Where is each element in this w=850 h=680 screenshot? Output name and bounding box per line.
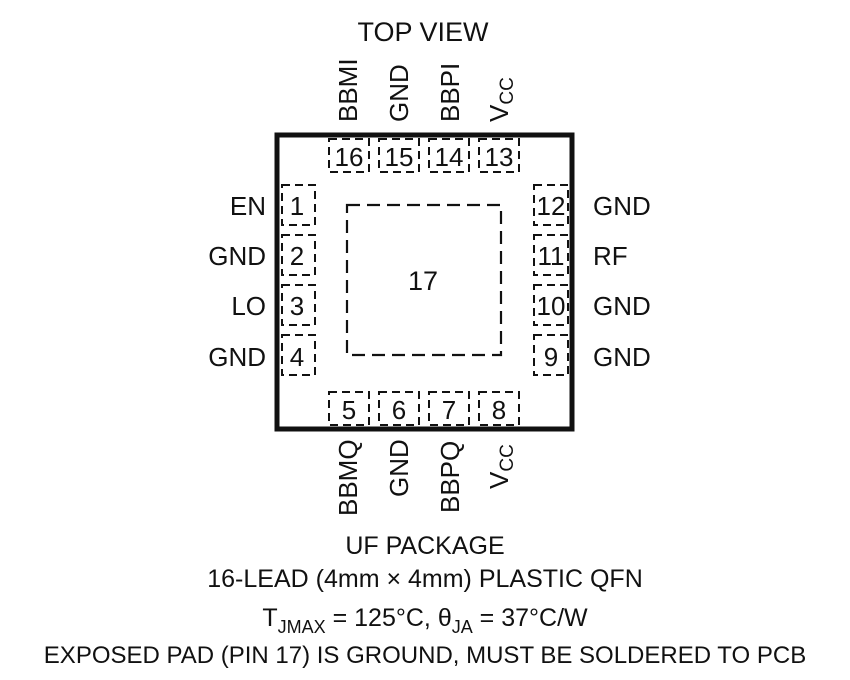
pin-number: 11 [538,241,565,271]
pin-name: GND [593,191,651,221]
pin-name: VCC [484,77,518,122]
pin-13: 13 VCC [478,77,520,173]
pin-name-main: V [484,471,514,489]
pin-name: VCC [484,444,518,489]
pin-name-subscript: CC [497,444,518,471]
pin-name-subscript: CC [497,77,518,104]
pin-pad [281,334,316,376]
pin-pad [281,234,316,276]
pin-pad [378,138,420,173]
pin-pad [281,184,316,226]
pin-number: 9 [544,342,558,372]
top-pins: 16 BBMI 15 GND 14 BBPI 13 VCC [328,58,520,173]
pin-4: 4 GND [208,334,316,376]
pin-pad [328,138,370,173]
package-name: UF PACKAGE [345,532,504,560]
pin-name: GND [593,291,651,321]
pin-number: 10 [537,291,566,321]
left-pins: 1 EN 2 GND 3 LO 4 GND [208,184,316,376]
pin-pad [533,284,569,326]
tj-label: T [262,604,277,632]
pin-number: 15 [385,142,414,172]
theta-label: θ [438,604,452,632]
pin-number: 8 [492,395,506,425]
package-body [274,132,575,432]
pin-name: LO [231,291,266,321]
pin-name: GND [208,342,266,372]
pin-pad [533,184,569,226]
pin-pad [328,391,370,426]
pin-pad [428,391,470,426]
pin-3: 3 LO [231,284,316,326]
pin-pad [281,284,316,326]
pin-number: 7 [442,395,456,425]
pin-name: GND [384,439,414,497]
pin-10: 10 GND [533,284,651,326]
diagram-title: TOP VIEW [357,17,489,47]
pin-11: 11 RF [533,234,628,276]
pin-pad [478,391,520,426]
pin-number: 14 [435,142,464,172]
right-pins: 12 GND 11 RF 10 GND 9 GND [533,184,651,376]
pin-pad [428,138,470,173]
pin-16: 16 BBMI [328,58,370,173]
pin-pad [478,138,520,173]
pin-14: 14 BBPI [428,63,470,173]
pin-pad [533,234,569,276]
pin-name: EN [230,191,266,221]
exposed-pad-note: EXPOSED PAD (PIN 17) IS GROUND, MUST BE … [44,642,806,669]
theta-value: = 37°C/W [473,604,588,632]
pin-name: BBMQ [333,439,363,516]
theta-subscript: JA [452,617,473,637]
tj-value: = 125°C, [326,604,438,632]
pin-number: 4 [290,342,304,372]
pin-number: 3 [290,291,304,321]
pin-5: 5 BBMQ [328,391,370,516]
pin-number: 16 [335,142,364,172]
pin-number: 13 [485,142,514,172]
pin-name-main: V [484,104,514,122]
pin-name: BBPI [435,63,465,122]
exposed-pad-number: 17 [408,266,438,296]
bottom-pins: 5 BBMQ 6 GND 7 BBPQ 8 VCC [328,391,520,516]
pin-8: 8 VCC [478,391,520,489]
pin-6: 6 GND [378,391,420,497]
package-description: 16-LEAD (4mm × 4mm) PLASTIC QFN [207,565,643,593]
pin-1: 1 EN [230,184,316,226]
exposed-pad-outline [345,203,503,357]
pin-name: GND [384,64,414,122]
thermal-spec: TJMAX = 125°C, θJA = 37°C/W [262,604,588,637]
pin-15: 15 GND [378,64,420,173]
pin-name: GND [208,241,266,271]
pin-name: GND [593,342,651,372]
pin-number: 5 [342,395,356,425]
pin-number: 6 [392,395,406,425]
pin-12: 12 GND [533,184,651,226]
pin-name: BBMI [333,58,363,122]
pin-name: RF [593,241,628,271]
pin-9: 9 GND [533,334,651,376]
pin-pad [378,391,420,426]
pin-7: 7 BBPQ [428,391,470,513]
pin-number: 1 [290,191,304,221]
pin-name: BBPQ [435,441,465,513]
pin-2: 2 GND [208,234,316,276]
tj-subscript: JMAX [278,617,326,637]
pin-pad [533,334,569,376]
pin-number: 12 [537,191,566,221]
pin-number: 2 [290,241,304,271]
